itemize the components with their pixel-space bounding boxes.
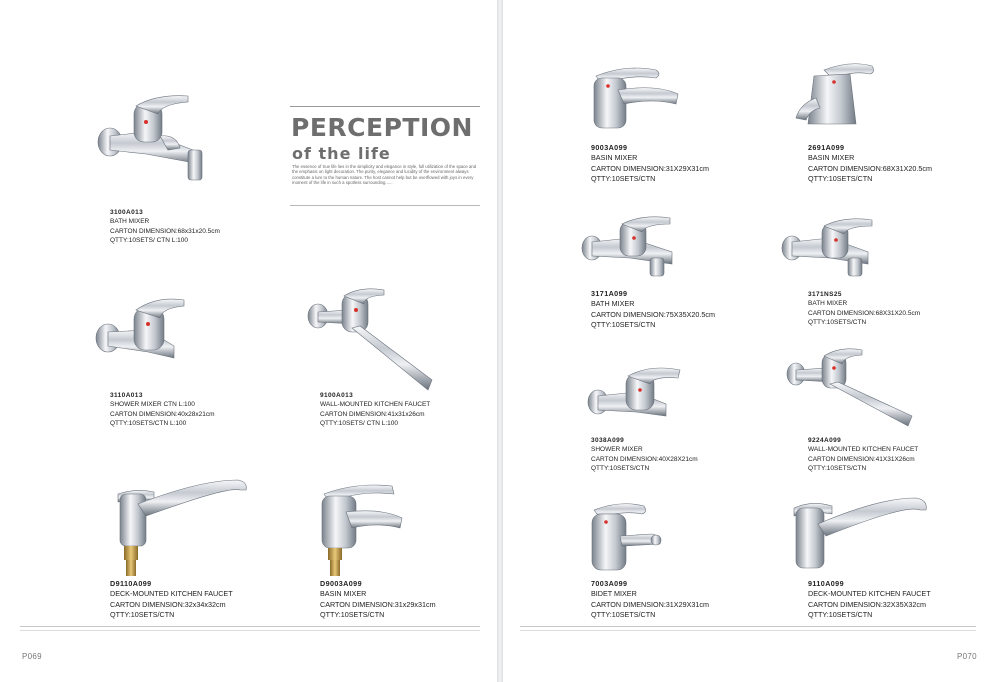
product-dimension: CARTON DIMENSION:32X35X32cm xyxy=(808,599,926,609)
footer-rule-left xyxy=(20,626,480,627)
product-caption: 7003A099 BIDET MIXER CARTON DIMENSION:31… xyxy=(591,579,709,620)
product-code: 9003A099 xyxy=(591,143,628,152)
left-catalog-page xyxy=(0,0,497,682)
product-name: SHOWER MIXER xyxy=(591,446,643,454)
product-code: 9224A099 xyxy=(808,437,842,444)
product-caption: 3171NS25 BATH MIXER CARTON DIMENSION:68X… xyxy=(808,290,920,328)
product-dimension: CARTON DIMENSION:31X29X31cm xyxy=(591,599,709,609)
product-dimension: CARTON DIMENSION:68x31x20.5cm xyxy=(110,227,220,235)
heading-top-divider xyxy=(290,106,480,107)
product-code: 3171NS25 xyxy=(808,291,842,298)
product-name: BASIN MIXER xyxy=(808,153,855,163)
heading-body-text: The essence of true life lies in the sim… xyxy=(292,164,477,185)
product-name: SHOWER MIXER CTN L:100 xyxy=(110,401,195,409)
product-code: D9003A099 xyxy=(320,579,362,588)
right-catalog-page xyxy=(503,0,1000,682)
product-qty: QTTY:10SETS/CTN xyxy=(591,465,650,473)
bath-mixer-icon xyxy=(97,95,203,181)
heading-bottom-divider xyxy=(290,205,480,206)
product-dimension: CARTON DIMENSION:41X31X26cm xyxy=(808,455,915,463)
product-name: BATH MIXER xyxy=(110,218,150,226)
product-code: 3171A099 xyxy=(591,289,628,298)
product-qty: QTTY:10SETS/CTN xyxy=(320,609,385,619)
product-qty: QTTY:10SETS/CTN xyxy=(591,319,656,329)
product-code: 3038A099 xyxy=(591,437,625,444)
product-dimension: CARTON DIMENSION:75X35X20.5cm xyxy=(591,309,715,319)
shower-mixer-icon xyxy=(95,298,185,359)
product-name: BATH MIXER xyxy=(808,300,848,308)
product-code: 9110A099 xyxy=(808,579,844,588)
product-caption: 9224A099 WALL-MOUNTED KITCHEN FAUCET CAR… xyxy=(808,436,918,474)
product-code: 2691A099 xyxy=(808,143,845,152)
product-code: 7003A099 xyxy=(591,579,628,588)
product-code: 9100A013 xyxy=(320,392,354,399)
product-dimension: CARTON DIMENSION:68X31X20.5cm xyxy=(808,309,921,317)
page-number-right: P070 xyxy=(957,652,977,661)
product-caption: D9003A099 BASIN MIXER CARTON DIMENSION:3… xyxy=(320,579,436,620)
product-caption: 9110A099 DECK-MOUNTED KITCHEN FAUCET CAR… xyxy=(808,579,931,620)
product-qty: QTTY:10SETS/CTN xyxy=(110,609,175,619)
deck-kitchen-faucet-icon xyxy=(793,497,927,569)
basin-mixer-icon xyxy=(321,484,403,576)
wall-kitchen-faucet-icon xyxy=(786,348,913,427)
product-code: 3100A013 xyxy=(110,209,144,216)
footer-rule-right-2 xyxy=(520,630,976,631)
product-qty: QTTY:10SETS/CTN xyxy=(808,173,873,183)
product-qty: QTTY:10SETS/CTN xyxy=(808,319,867,327)
deck-kitchen-faucet-icon xyxy=(117,479,247,576)
basin-mixer-icon xyxy=(593,67,679,129)
product-dimension: CARTON DIMENSION:31x29x31cm xyxy=(320,599,436,609)
product-qty: QTTY:10SETS/CTN L:100 xyxy=(110,420,187,428)
product-dimension: CARTON DIMENSION:31X29X31cm xyxy=(591,163,709,173)
product-caption: 3171A099 BATH MIXER CARTON DIMENSION:75X… xyxy=(591,289,715,330)
page-gutter xyxy=(497,0,503,682)
product-caption: 3110A013 SHOWER MIXER CTN L:100 CARTON D… xyxy=(110,391,215,429)
product-caption: 9100A013 WALL-MOUNTED KITCHEN FAUCET CAR… xyxy=(320,391,430,429)
product-dimension: CARTON DIMENSION:40X28X21cm xyxy=(591,455,698,463)
heading-subtitle: of the life xyxy=(292,144,391,163)
footer-rule-right xyxy=(520,626,976,627)
product-caption: 3038A099 SHOWER MIXER CARTON DIMENSION:4… xyxy=(591,436,698,474)
product-qty: QTTY:10SETS/ CTN L:100 xyxy=(320,420,399,428)
heading-title: PERCEPTION xyxy=(291,113,473,142)
product-code: 3110A013 xyxy=(110,392,143,399)
wall-kitchen-faucet-icon xyxy=(307,288,433,391)
product-name: BIDET MIXER xyxy=(591,589,637,599)
product-qty: QTTY:10SETS/CTN xyxy=(808,465,867,473)
product-caption: 3100A013 BATH MIXER CARTON DIMENSION:68x… xyxy=(110,208,220,246)
product-qty: QTTY:10SETS/ CTN L:100 xyxy=(110,237,189,245)
bidet-mixer-icon xyxy=(591,503,662,571)
product-dimension: CARTON DIMENSION:32x34x32cm xyxy=(110,599,226,609)
product-dimension: CARTON DIMENSION:41x31x26cm xyxy=(320,410,425,418)
basin-mixer-icon xyxy=(795,63,874,125)
product-caption: 2691A099 BASIN MIXER CARTON DIMENSION:68… xyxy=(808,143,932,184)
product-name: DECK-MOUNTED KITCHEN FAUCET xyxy=(110,589,233,599)
bath-mixer-icon xyxy=(781,218,873,277)
product-name: WALL-MOUNTED KITCHEN FAUCET xyxy=(808,446,919,454)
product-caption: 9003A099 BASIN MIXER CARTON DIMENSION:31… xyxy=(591,143,709,184)
product-dimension: CARTON DIMENSION:68X31X20.5cm xyxy=(808,163,932,173)
page-number-left: P069 xyxy=(22,652,42,661)
footer-rule-left-2 xyxy=(20,630,480,631)
product-caption: D9110A099 DECK-MOUNTED KITCHEN FAUCET CA… xyxy=(110,579,233,620)
product-name: BASIN MIXER xyxy=(320,589,367,599)
product-name: DECK-MOUNTED KITCHEN FAUCET xyxy=(808,589,931,599)
product-name: WALL-MOUNTED KITCHEN FAUCET xyxy=(320,401,431,409)
bath-mixer-icon xyxy=(581,216,673,277)
product-code: D9110A099 xyxy=(110,579,152,588)
product-dimension: CARTON DIMENSION:40x28x21cm xyxy=(110,410,215,418)
product-qty: QTTY:10SETS/CTN xyxy=(808,609,873,619)
product-qty: QTTY:10SETS/CTN xyxy=(591,173,656,183)
product-name: BASIN MIXER xyxy=(591,153,638,163)
product-name: BATH MIXER xyxy=(591,299,635,309)
shower-mixer-icon xyxy=(587,367,681,417)
product-qty: QTTY:10SETS/CTN xyxy=(591,609,656,619)
